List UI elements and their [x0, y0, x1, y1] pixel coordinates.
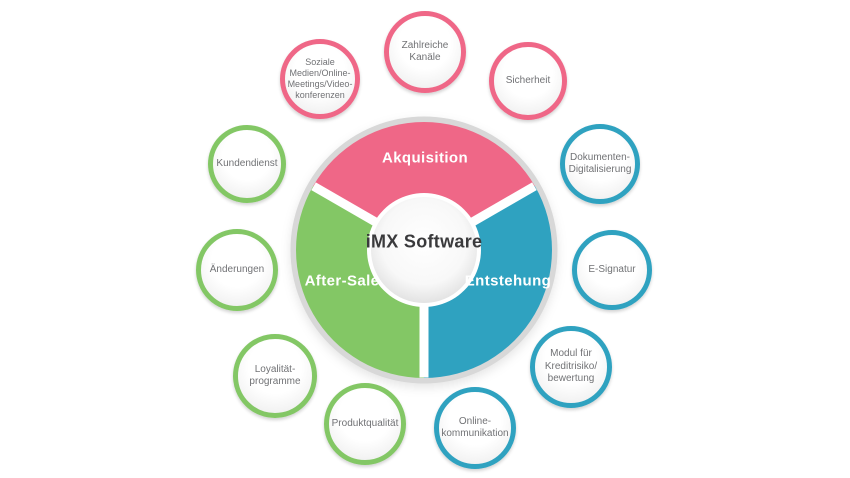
satellite-aenderungen: Änderungen: [196, 229, 278, 311]
satellite-dokumenten-digitalisierung: Dokumenten-Digitalisierung: [560, 124, 640, 204]
segment-label-after-sale: After-Sale: [304, 272, 380, 290]
segment-label-akquisition: Akquisition: [381, 149, 469, 167]
satellite-label: Produktqualität: [331, 417, 399, 429]
satellite-e-signatur: E-Signatur: [572, 230, 652, 310]
wheel-segment-after-sale: [296, 186, 424, 378]
satellite-produktqualitaet: Produktqualität: [324, 383, 406, 465]
wheel-segment-entstehung: [424, 186, 552, 378]
satellite-label: Dokumenten-Digitalisierung: [568, 151, 632, 176]
satellite-label: Kundendienst: [216, 157, 278, 169]
wheel-center-label: iMX Software: [365, 231, 483, 252]
satellite-label: Online-kommunikation: [441, 415, 509, 440]
segment-label-entstehung: Entstehung: [464, 272, 552, 290]
wheel-segment-akquisition: [313, 122, 535, 222]
satellite-label: E-Signatur: [588, 263, 636, 275]
satellite-label: Loyalität-programme: [249, 363, 301, 388]
satellite-label: Sicherheit: [505, 74, 551, 86]
satellite-loyalitaet-programme: Loyalität-programme: [233, 334, 317, 418]
wheel-center-circle: [371, 197, 477, 303]
satellite-sicherheit: Sicherheit: [489, 42, 567, 120]
satellite-label: Änderungen: [209, 263, 265, 275]
satellite-kundendienst: Kundendienst: [208, 125, 286, 203]
satellite-online-kommunikation: Online-kommunikation: [434, 387, 516, 469]
